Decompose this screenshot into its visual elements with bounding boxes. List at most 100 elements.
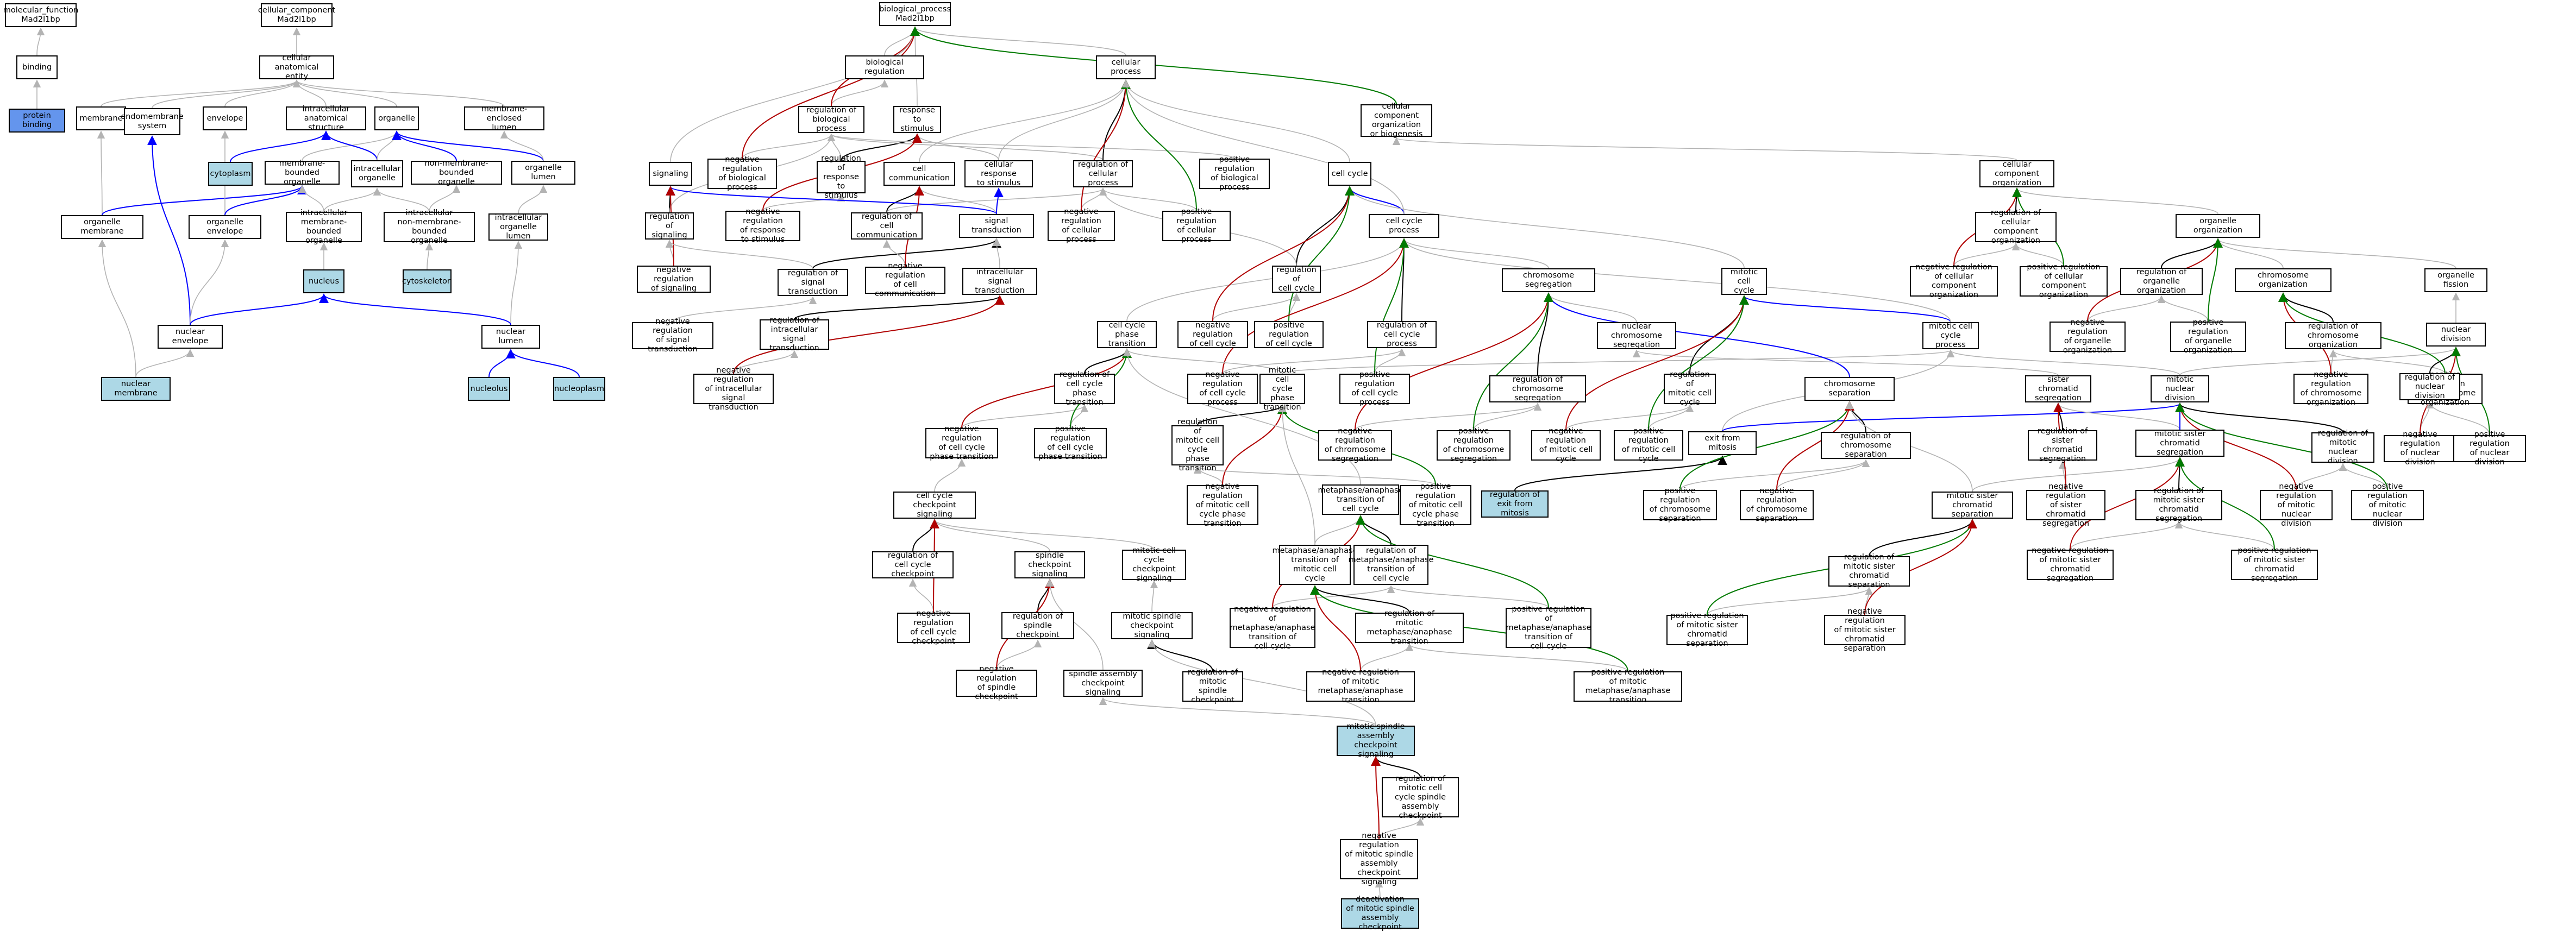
term-cell-communication[interactable]: cell communication — [883, 162, 955, 186]
term-regulation-of-intracellular-signal-transduction[interactable]: regulation of intracellular signal trans… — [760, 316, 829, 352]
term-mitotic-sister-chromatid-segregation[interactable]: mitotic sister chromatid segregation — [2135, 430, 2224, 457]
term-regulation-of-cell-cycle-checkpoint[interactable]: regulation of cell cycle checkpoint — [872, 551, 954, 578]
term-negative-regulation-of-mitotic-sister-chromatid-segregation[interactable]: negative regulation of mitotic sister ch… — [2027, 546, 2114, 583]
term-positive-regulation-of-cellular-component-organization[interactable]: positive regulation of cellular componen… — [2020, 263, 2108, 299]
term-biological-regulation[interactable]: biological regulation — [845, 55, 924, 79]
term-cellular-response-to-stimulus[interactable]: cellular response to stimulus — [964, 160, 1033, 187]
term-organelle-lumen[interactable]: organelle lumen — [511, 161, 575, 185]
term-negative-regulation-of-response-to-stimulus[interactable]: negative regulation of response to stimu… — [725, 207, 800, 244]
term-cellular-process[interactable]: cellular process — [1096, 55, 1156, 79]
term-positive-regulation-of-chromosome-separation[interactable]: positive regulation of chromosome separa… — [1643, 487, 1717, 523]
term-regulation-of-mitotic-cell-cycle-spindle-assembly-checkpoint[interactable]: regulation of mitotic cell cycle spindle… — [1382, 774, 1459, 820]
term-positive-regulation-of-biological-process[interactable]: positive regulation of biological proces… — [1199, 155, 1270, 192]
term-negative-regulation-of-mitotic-cell-cycle[interactable]: negative regulation of mitotic cell cycl… — [1531, 427, 1601, 463]
term-membrane-bounded-organelle[interactable]: membrane-bounded organelle — [265, 159, 340, 186]
term-negative-regulation-of-mitotic-sister-chromatid-separation[interactable]: negative regulation of mitotic sister ch… — [1824, 607, 1906, 653]
term-regulation-of-signal-transduction[interactable]: regulation of signal transduction — [778, 269, 848, 296]
term-negative-regulation-of-chromosome-separation[interactable]: negative regulation of chromosome separa… — [1740, 487, 1814, 523]
term-negative-regulation-of-chromosome-organization[interactable]: negative regulation of chromosome organi… — [2293, 370, 2368, 407]
term-negative-regulation-of-cell-cycle-phase-transition[interactable]: negative regulation of cell cycle phase … — [925, 425, 998, 461]
term-cytoskeleton[interactable]: cytoskeleton — [402, 269, 452, 293]
term-regulation-of-cellular-process[interactable]: regulation of cellular process — [1073, 160, 1133, 187]
term-intracellular-signal-transduction[interactable]: intracellular signal transduction — [962, 268, 1037, 295]
term-mitotic-nuclear-division[interactable]: mitotic nuclear division — [2151, 375, 2209, 402]
term-nuclear-division[interactable]: nuclear division — [2426, 323, 2486, 347]
term-cellular-anatomical-entity[interactable]: cellular anatomical entity — [259, 54, 334, 81]
term-biological-process[interactable]: biological_process Mad2l1bp — [879, 2, 951, 26]
term-nuclear-membrane[interactable]: nuclear membrane — [101, 377, 171, 401]
term-negative-regulation-of-spindle-checkpoint[interactable]: negative regulation of spindle checkpoin… — [956, 665, 1037, 701]
term-molecular-function[interactable]: molecular_function Mad2l1bp — [3, 3, 78, 27]
term-intracellular-membrane-bounded-organelle[interactable]: intracellular membrane-bounded organelle — [286, 209, 362, 245]
term-negative-regulation-of-cell-cycle-process[interactable]: negative regulation of cell cycle proces… — [1187, 370, 1258, 407]
term-nucleolus[interactable]: nucleolus — [468, 377, 510, 401]
term-negative-regulation-of-mitotic-nuclear-division[interactable]: negative regulation of mitotic nuclear d… — [2260, 482, 2333, 528]
term-membrane-enclosed-lumen[interactable]: membrane-enclosed lumen — [464, 105, 544, 132]
term-intracellular-organelle-lumen[interactable]: intracellular organelle lumen — [488, 213, 548, 241]
term-mitotic-sister-chromatid-separation[interactable]: mitotic sister chromatid separation — [1932, 492, 2013, 519]
term-cellular-component[interactable]: cellular_component Mad2l1bp — [258, 3, 335, 27]
term-positive-regulation-of-mitotic-nuclear-division[interactable]: positive regulation of mitotic nuclear d… — [2351, 482, 2424, 528]
term-negative-regulation-of-chromosome-segregation[interactable]: negative regulation of chromosome segreg… — [1318, 427, 1392, 463]
term-chromosome-segregation[interactable]: chromosome segregation — [1502, 268, 1595, 292]
term-chromosome-organization[interactable]: chromosome organization — [2235, 268, 2331, 292]
term-envelope[interactable]: envelope — [203, 106, 247, 130]
term-regulation-of-mitotic-cell-cycle[interactable]: regulation of mitotic cell cycle — [1664, 370, 1716, 407]
term-nuclear-lumen[interactable]: nuclear lumen — [481, 325, 540, 349]
term-regulation-of-chromosome-segregation[interactable]: regulation of chromosome segregation — [1489, 375, 1586, 402]
term-mitotic-cell-cycle-checkpoint-signaling[interactable]: mitotic cell cycle checkpoint signaling — [1122, 546, 1186, 583]
term-organelle-membrane[interactable]: organelle membrane — [61, 215, 143, 239]
term-negative-regulation-of-mitotic-cell-cycle-phase-transition[interactable]: negative regulation of mitotic cell cycl… — [1187, 482, 1258, 528]
term-negative-regulation-of-metaphase-anaphase-transition-of-cell-cycle[interactable]: negative regulation of metaphase/anaphas… — [1230, 604, 1315, 651]
term-organelle-envelope[interactable]: organelle envelope — [189, 215, 261, 239]
term-chromosome-separation[interactable]: chromosome separation — [1804, 377, 1895, 401]
term-positive-regulation-of-mitotic-sister-chromatid-segregation[interactable]: positive regulation of mitotic sister ch… — [2231, 546, 2318, 583]
term-regulation-of-biological-process[interactable]: regulation of biological process — [798, 106, 864, 133]
term-positive-regulation-of-chromosome-segregation[interactable]: positive regulation of chromosome segreg… — [1437, 427, 1510, 463]
term-negative-regulation-of-cellular-component-organization[interactable]: negative regulation of cellular componen… — [1910, 263, 1998, 299]
term-nuclear-chromosome-segregation[interactable]: nuclear chromosome segregation — [1597, 322, 1676, 349]
term-regulation-of-signaling[interactable]: regulation of signaling — [645, 212, 694, 240]
term-positive-regulation-of-cellular-process[interactable]: positive regulation of cellular process — [1162, 207, 1231, 244]
term-negative-regulation-of-mitotic-spindle-assembly-checkpoint-signaling[interactable]: negative regulation of mitotic spindle a… — [1340, 832, 1418, 886]
term-positive-regulation-of-mitotic-metaphase-anaphase-transition[interactable]: positive regulation of mitotic metaphase… — [1574, 668, 1682, 704]
term-mitotic-cell-cycle-process[interactable]: mitotic cell cycle process — [1922, 322, 1979, 349]
term-intracellular-anatomical-structure[interactable]: intracellular anatomical structure — [286, 105, 366, 132]
term-non-membrane-bounded-organelle[interactable]: non-membrane-bounded organelle — [411, 159, 502, 186]
term-positive-regulation-of-nuclear-division[interactable]: positive regulation of nuclear division — [2453, 430, 2526, 467]
term-regulation-of-mitotic-cell-cycle-phase-transition[interactable]: regulation of mitotic cell cycle phase t… — [1171, 418, 1224, 473]
term-negative-regulation-of-nuclear-division[interactable]: negative regulation of nuclear division — [2384, 430, 2456, 467]
term-positive-regulation-of-mitotic-sister-chromatid-separation[interactable]: positive regulation of mitotic sister ch… — [1666, 612, 1748, 648]
term-exit-from-mitosis[interactable]: exit from mitosis — [1688, 431, 1757, 455]
term-organelle[interactable]: organelle — [374, 106, 419, 130]
term-regulation-of-spindle-checkpoint[interactable]: regulation of spindle checkpoint — [1001, 612, 1074, 639]
term-mitotic-metaphase-anaphase-transition[interactable]: metaphase/anaphase transition of mitotic… — [1273, 545, 1358, 585]
term-negative-regulation-of-signaling[interactable]: negative regulation of signaling — [637, 266, 711, 293]
term-organelle-fission[interactable]: organelle fission — [2424, 268, 2487, 292]
term-cell-cycle-process[interactable]: cell cycle process — [1369, 214, 1439, 238]
term-regulation-of-cell-cycle[interactable]: regulation of cell cycle — [1272, 266, 1321, 293]
term-regulation-of-chromosome-separation[interactable]: regulation of chromosome separation — [1821, 432, 1911, 459]
term-protein-binding[interactable]: protein binding — [9, 109, 65, 133]
term-regulation-of-response-to-stimulus[interactable]: regulation of response to stimulus — [817, 154, 866, 200]
term-regulation-of-mitotic-sister-chromatid-segregation[interactable]: regulation of mitotic sister chromatid s… — [2135, 487, 2222, 523]
term-spindle-assembly-checkpoint-signaling[interactable]: spindle assembly checkpoint signaling — [1063, 670, 1143, 697]
term-regulation-of-metaphase-anaphase-transition-of-cell-cycle[interactable]: regulation of metaphase/anaphase transit… — [1349, 545, 1434, 585]
term-mitotic-spindle-checkpoint-signaling[interactable]: mitotic spindle checkpoint signaling — [1111, 612, 1193, 639]
term-negative-regulation-of-biological-process[interactable]: negative regulation of biological proces… — [707, 155, 777, 192]
term-mitotic-cell-cycle[interactable]: mitotic cell cycle — [1721, 268, 1767, 295]
term-cellular-component-organization[interactable]: cellular component organization — [1979, 160, 2054, 187]
term-negative-regulation-of-mitotic-metaphase-anaphase-transition[interactable]: negative regulation of mitotic metaphase… — [1306, 668, 1415, 704]
term-regulation-of-chromosome-organization[interactable]: regulation of chromosome organization — [2285, 322, 2381, 349]
term-metaphase-anaphase-transition-of-cell-cycle[interactable]: metaphase/anaphase transition of cell cy… — [1318, 484, 1403, 515]
term-positive-regulation-of-cell-cycle[interactable]: positive regulation of cell cycle — [1254, 321, 1324, 348]
term-cell-cycle[interactable]: cell cycle — [1328, 162, 1371, 186]
term-response-to-stimulus[interactable]: response to stimulus — [893, 106, 941, 133]
term-cell-cycle-phase-transition[interactable]: cell cycle phase transition — [1097, 321, 1157, 348]
term-positive-regulation-of-mitotic-cell-cycle[interactable]: positive regulation of mitotic cell cycl… — [1614, 427, 1683, 463]
term-negative-regulation-of-cellular-process[interactable]: negative regulation of cellular process — [1048, 207, 1115, 244]
term-intracellular-organelle[interactable]: intracellular organelle — [351, 160, 403, 187]
term-negative-regulation-of-cell-cycle[interactable]: negative regulation of cell cycle — [1177, 321, 1248, 348]
term-positive-regulation-of-mitotic-cell-cycle-phase-transition[interactable]: positive regulation of mitotic cell cycl… — [1400, 482, 1471, 528]
term-intracellular-non-membrane-bounded-organelle[interactable]: intracellular non-membrane-bounded organ… — [384, 209, 475, 245]
